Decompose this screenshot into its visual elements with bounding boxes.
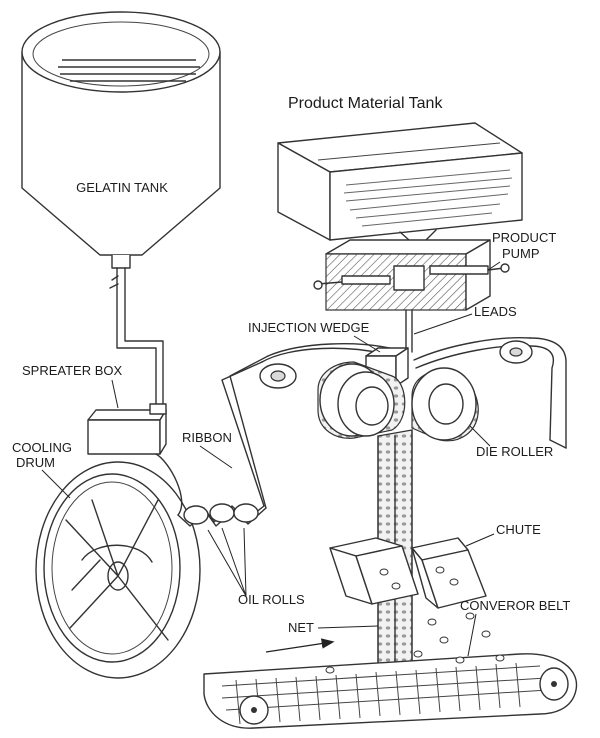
product-pump-label-2: PUMP (502, 246, 540, 261)
product-pump-label-1: PRODUCT (492, 230, 556, 245)
die-roller-leader (469, 425, 491, 447)
spreater-box-leader (111, 379, 119, 409)
die-roller-right (411, 367, 479, 442)
oil-rolls-label: OIL ROLLS (238, 592, 305, 607)
ribbon-leader (199, 445, 233, 469)
oil-rolls-leaders (207, 527, 247, 597)
product-pump (313, 239, 510, 311)
net-leader (317, 625, 379, 629)
injection-wedge-leader (353, 335, 381, 353)
gelatin-tank (21, 11, 221, 269)
guide-roller-right (499, 340, 533, 364)
net-label: NET (288, 620, 314, 635)
product-material-tank-label: Product Material Tank (288, 95, 443, 112)
chute-left (329, 537, 419, 605)
cooling-drum-label-1: COOLING (12, 440, 72, 455)
guide-roller-left (259, 363, 297, 389)
gelatin-surface-lines (58, 59, 200, 82)
cooling-drum (35, 461, 201, 679)
injection-wedge-label: INJECTION WEDGE (248, 320, 370, 335)
conveyor-belt-label: CONVEROR BELT (460, 598, 570, 613)
conveyor-belt (203, 653, 578, 729)
chute-label: CHUTE (496, 522, 541, 537)
leads-pipe (405, 309, 413, 353)
oil-rolls (183, 503, 259, 525)
conveyor-direction-arrow-icon (265, 638, 335, 653)
chute-capsules (379, 566, 491, 658)
product-level-lines (343, 169, 513, 227)
ribbon-label: RIBBON (182, 430, 232, 445)
die-roller-left (317, 361, 406, 439)
product-material-tank (277, 122, 523, 249)
cooling-drum-label-2: DRUM (16, 455, 55, 470)
leads-label: LEADS (474, 304, 517, 319)
gelatin-tank-label: GELATIN TANK (76, 180, 168, 195)
cooling-drum-leader (41, 469, 71, 499)
conveyor-belt-leader (467, 613, 477, 657)
spreater-box (87, 403, 167, 455)
die-roller-label: DIE ROLLER (476, 444, 553, 459)
gelatin-feed-pipe (109, 267, 164, 409)
spreater-box-label: SPREATER BOX (22, 363, 123, 378)
product-pump-leader (487, 261, 501, 271)
leads-leader (413, 313, 473, 335)
chute-leader (465, 533, 495, 547)
